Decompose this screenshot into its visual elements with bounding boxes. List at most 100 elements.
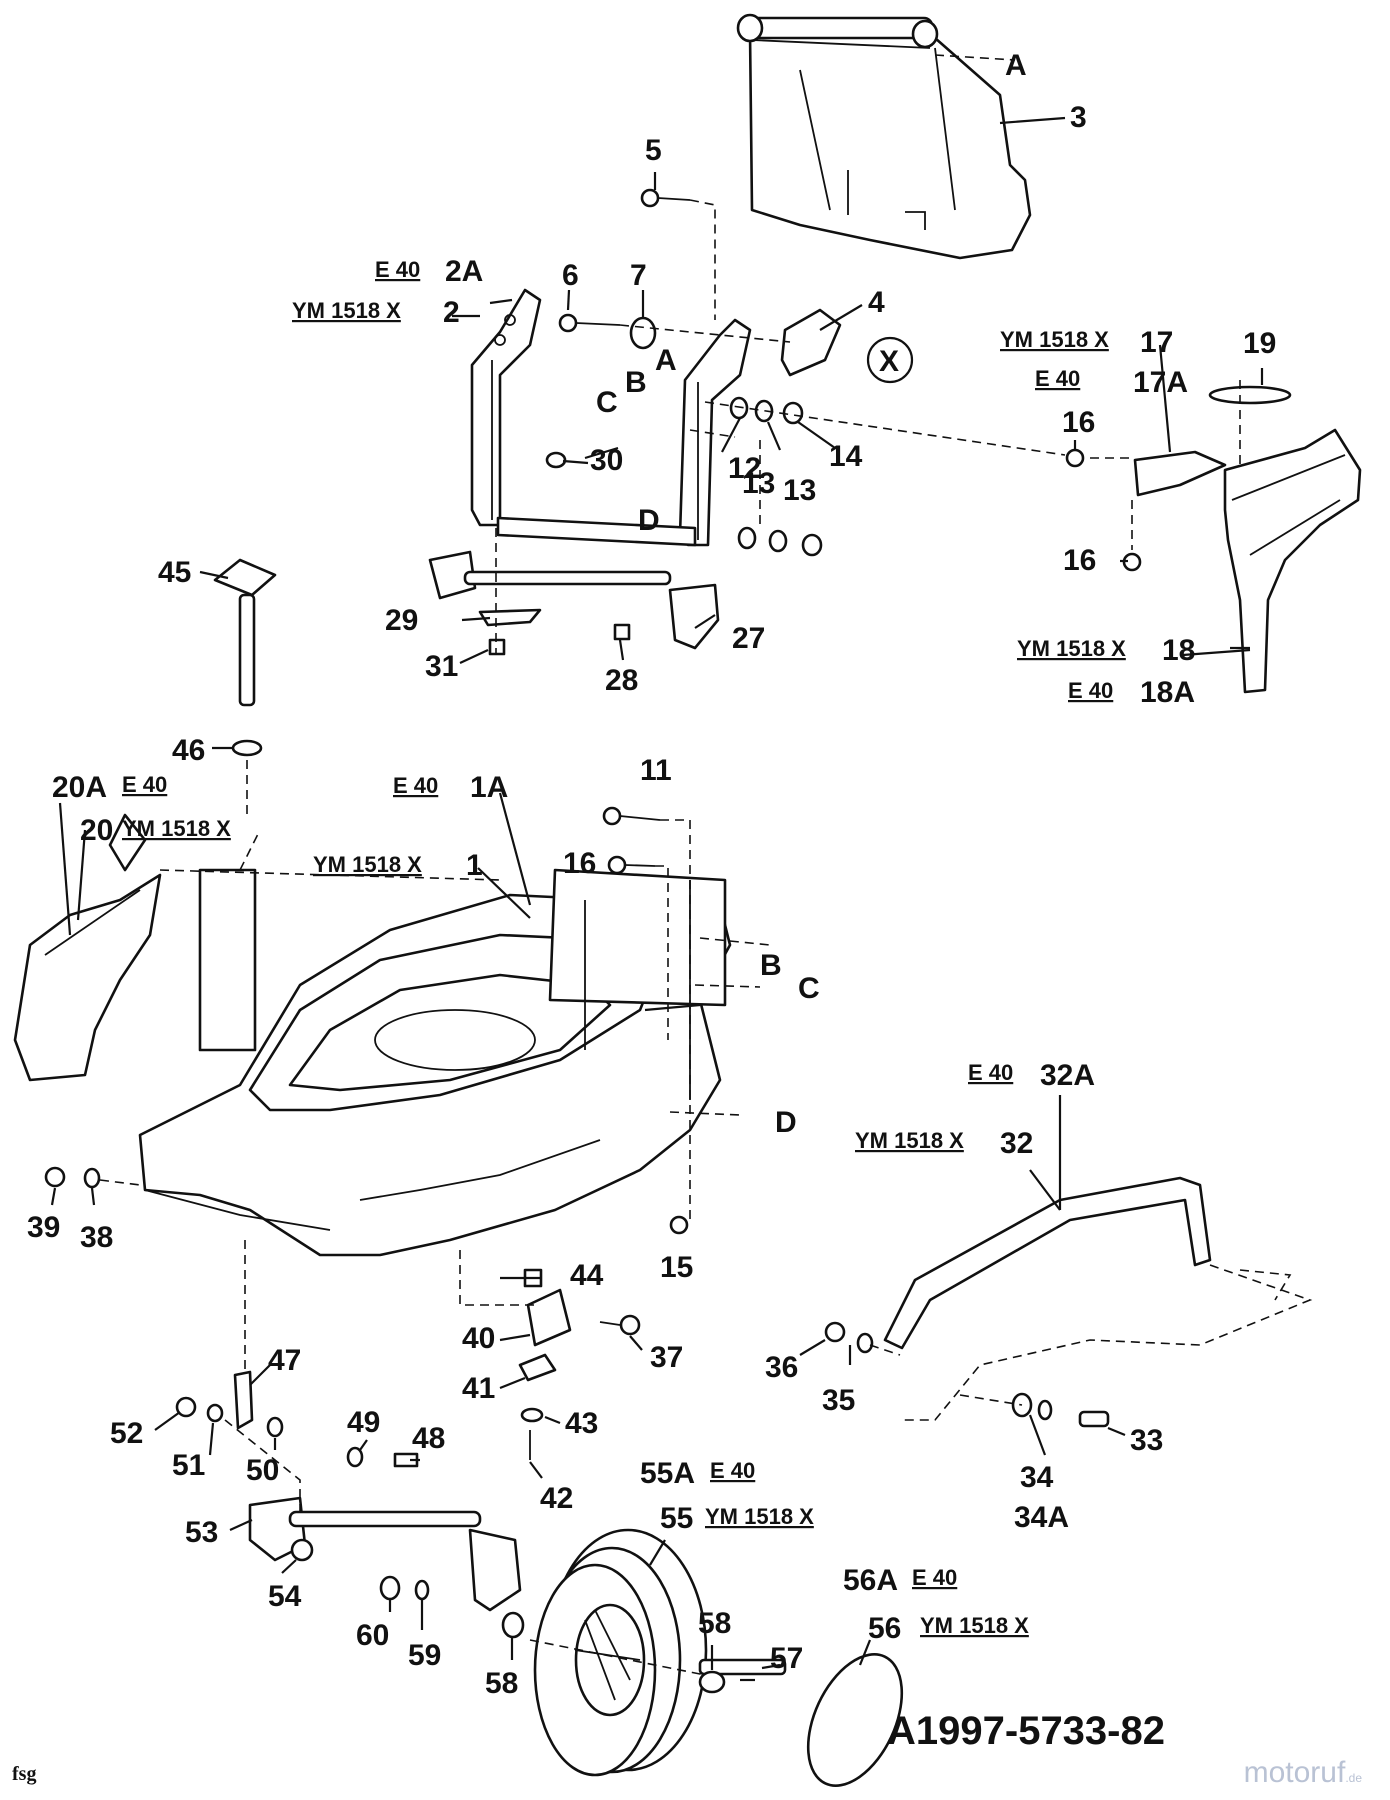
callout-17: 17	[1140, 326, 1173, 359]
callout-58b: 58	[485, 1667, 518, 1700]
ref-D-deck: D	[775, 1106, 797, 1139]
callout-18: 18	[1162, 634, 1195, 667]
callout-1A: 1A	[470, 771, 508, 804]
callout-20: 20	[80, 814, 113, 847]
callout-56: 56	[868, 1612, 901, 1645]
callout-42: 42	[540, 1482, 573, 1515]
ref-B-deck: B	[760, 949, 782, 982]
model-ym-32: YM 1518 X	[855, 1128, 964, 1153]
callout-16b: 16	[1063, 544, 1096, 577]
assembly-lines	[99, 54, 1241, 1676]
model-ym-2: YM 1518 X	[292, 298, 401, 323]
model-ym-1: YM 1518 X	[313, 852, 422, 877]
callout-27: 27	[732, 622, 765, 655]
part-18-rear-deflector	[1223, 428, 1362, 694]
model-e40-55A: E 40	[710, 1458, 755, 1483]
ref-B-bracket: B	[625, 366, 647, 399]
part-45-height-lever	[213, 558, 277, 757]
callout-41: 41	[462, 1372, 495, 1405]
ref-C-deck: C	[798, 972, 820, 1005]
callout-43: 43	[565, 1407, 598, 1440]
part-1-mower-deck	[138, 829, 732, 1257]
callout-30: 30	[590, 444, 623, 477]
footer-code: fsg	[12, 1763, 37, 1785]
callout-50: 50	[246, 1454, 279, 1487]
callout-13a: 13	[742, 467, 775, 500]
callout-2A: 2A	[445, 255, 483, 288]
callout-18A: 18A	[1140, 676, 1195, 709]
callout-16a: 16	[1062, 406, 1095, 439]
ref-C-bracket: C	[596, 386, 618, 419]
callout-13b: 13	[783, 474, 816, 507]
callout-2: 2	[443, 296, 460, 329]
part-3-flap	[736, 13, 1032, 260]
callout-20A: 20A	[52, 771, 107, 804]
callout-57: 57	[770, 1642, 803, 1675]
callout-55: 55	[660, 1502, 693, 1535]
model-ym-17: YM 1518 X	[1000, 327, 1109, 352]
callout-38: 38	[80, 1221, 113, 1254]
part-27-front-axle	[428, 550, 720, 650]
callout-44: 44	[570, 1259, 604, 1292]
model-e40-20A: E 40	[122, 772, 167, 797]
callout-19: 19	[1243, 327, 1276, 360]
part-56-hubcap	[806, 1653, 904, 1787]
part-32-handle	[883, 1176, 1313, 1421]
callout-31: 31	[425, 650, 458, 683]
callout-33: 33	[1130, 1424, 1163, 1457]
reference-letters: A A B C D B C D X	[596, 49, 1027, 1139]
model-e40-17A: E 40	[1035, 366, 1080, 391]
callout-40: 40	[462, 1322, 495, 1355]
callout-5: 5	[645, 134, 662, 167]
callout-49: 49	[347, 1406, 380, 1439]
callout-39: 39	[27, 1211, 60, 1244]
callout-29: 29	[385, 604, 418, 637]
callout-labels: 3 5 6 7 4 2A 2 30 12 13 14 17 17A 19 16 …	[27, 101, 1276, 1700]
callout-12: 12	[728, 452, 761, 485]
part-19-washer	[1208, 385, 1292, 405]
callout-47: 47	[268, 1344, 301, 1377]
callout-14: 14	[829, 440, 863, 473]
model-ym-55: YM 1518 X	[705, 1504, 814, 1529]
callout-16c: 16	[563, 847, 596, 880]
callout-32: 32	[1000, 1127, 1033, 1160]
ref-D-bracket: D	[638, 504, 660, 537]
callout-4: 4	[868, 286, 885, 319]
leader-lines	[50, 116, 1264, 1682]
callout-32A: 32A	[1040, 1059, 1095, 1092]
callout-51: 51	[172, 1449, 205, 1482]
model-labels: E 40 YM 1518 X YM 1518 X E 40 YM 1518 X …	[122, 257, 1126, 1638]
callout-3: 3	[1070, 101, 1087, 134]
callout-56A: 56A	[843, 1564, 898, 1597]
model-ym-56: YM 1518 X	[920, 1613, 1029, 1638]
drawing-number: A1997-5733-82	[887, 1709, 1165, 1753]
fasteners	[44, 188, 1142, 1694]
part-53-rear-axle	[233, 1370, 522, 1612]
model-ym-18: YM 1518 X	[1017, 636, 1126, 661]
ref-A-top: A	[1005, 49, 1027, 82]
part-bracket-right	[678, 318, 752, 547]
callout-28: 28	[605, 664, 638, 697]
model-e40-32A: E 40	[968, 1060, 1013, 1085]
callout-34: 34	[1020, 1461, 1054, 1494]
callout-6: 6	[562, 259, 579, 292]
part-2-handle-bracket	[470, 288, 542, 527]
callout-36: 36	[765, 1351, 798, 1384]
callout-1: 1	[466, 849, 483, 882]
ref-X-circle	[866, 336, 914, 384]
model-e40-2A: E 40	[375, 257, 420, 282]
callout-17A: 17A	[1133, 366, 1188, 399]
callout-60: 60	[356, 1619, 389, 1652]
callout-34A: 34A	[1014, 1501, 1069, 1534]
watermark-suffix: .de	[1345, 1771, 1362, 1785]
part-55-wheel	[533, 1528, 787, 1777]
callout-52: 52	[110, 1417, 143, 1450]
model-e40-56A: E 40	[912, 1565, 957, 1590]
callout-54: 54	[268, 1580, 302, 1613]
callout-15: 15	[660, 1251, 693, 1284]
callout-11: 11	[640, 754, 672, 787]
ref-X: X	[879, 345, 899, 378]
part-4-bracket-clip	[780, 308, 842, 377]
